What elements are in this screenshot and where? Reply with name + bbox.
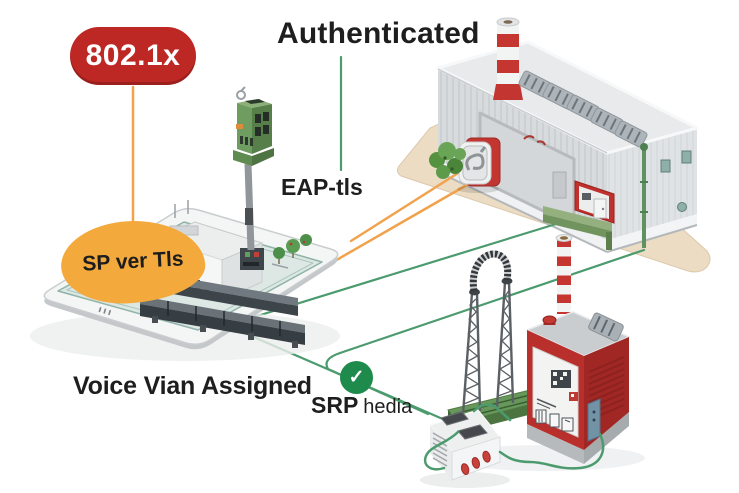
end-wall-window bbox=[681, 150, 692, 164]
tablet-to-building-line-1 bbox=[349, 166, 468, 243]
authenticated-title: Authenticated bbox=[277, 17, 480, 50]
top-vent bbox=[588, 312, 624, 342]
tablet-to-building-line-2 bbox=[331, 180, 474, 264]
signal-pole bbox=[233, 86, 274, 251]
eap-tls-label: EAP-tls bbox=[281, 174, 363, 200]
check-icon: ✓ bbox=[348, 367, 365, 388]
roof-skylights bbox=[518, 70, 648, 148]
wall-access-unit bbox=[457, 137, 501, 193]
panel-barcode bbox=[535, 409, 574, 432]
wall-mark bbox=[523, 135, 546, 146]
end-wall-window bbox=[660, 159, 671, 173]
bezel-marks bbox=[98, 307, 112, 316]
end-wall-badge bbox=[677, 202, 687, 212]
srp-label-bold: SRP bbox=[311, 392, 359, 418]
generator-unit bbox=[525, 234, 631, 464]
screen-conveyors bbox=[140, 272, 305, 348]
srp-label-rest: hedia bbox=[363, 396, 413, 418]
green-sweep-line-2 bbox=[325, 248, 646, 416]
voice-vlan-label: Voice Vian Assigned bbox=[73, 372, 312, 400]
cables bbox=[423, 403, 605, 471]
roof-chimney bbox=[493, 17, 523, 100]
generator-chimney bbox=[555, 234, 573, 314]
check-badge: ✓ bbox=[340, 361, 373, 394]
small-door bbox=[552, 171, 567, 199]
badge-802-1x: 802.1x bbox=[70, 27, 196, 85]
panel-qr bbox=[551, 370, 571, 388]
green-pipe bbox=[640, 143, 648, 248]
wall-panel-unit bbox=[543, 180, 615, 250]
bushes bbox=[429, 142, 466, 179]
screen-trees bbox=[271, 234, 312, 269]
